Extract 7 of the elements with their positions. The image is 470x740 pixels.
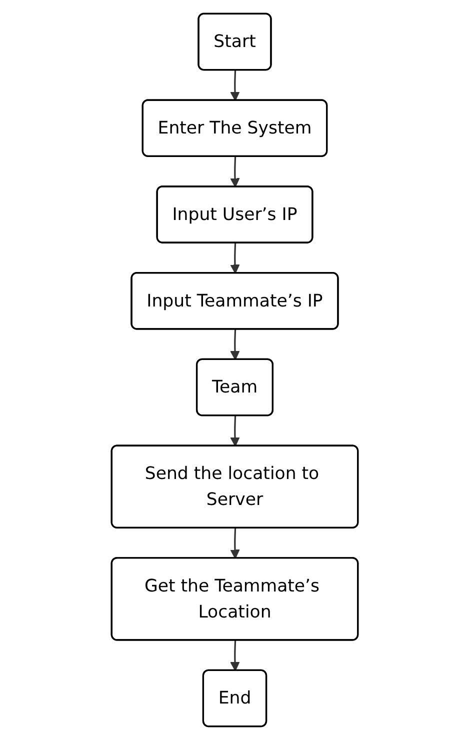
arrow	[230, 640, 240, 672]
arrow	[230, 70, 240, 102]
arrow	[230, 329, 240, 360]
arrow	[230, 528, 240, 559]
arrow	[230, 156, 240, 188]
arrow	[230, 416, 240, 447]
arrow	[230, 243, 240, 274]
